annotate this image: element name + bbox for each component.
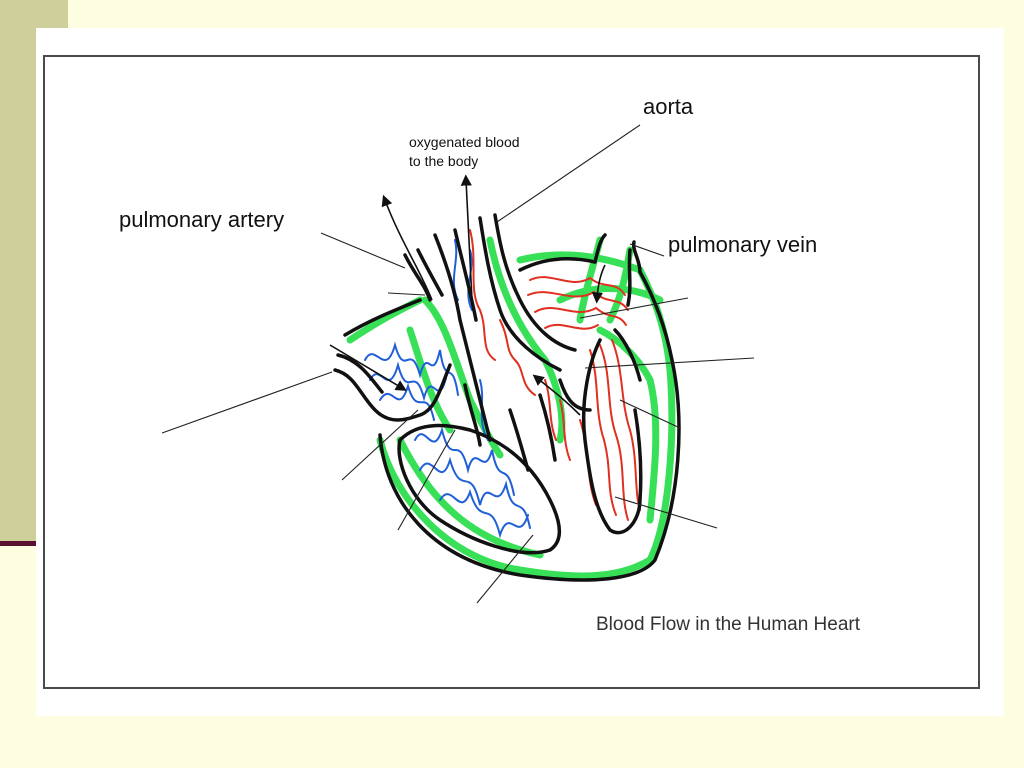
slide-panel (36, 28, 1004, 716)
label-oxygenated-line1: oxygenated blood (409, 134, 520, 150)
leader-pulmonary-vein (629, 243, 665, 257)
diagram-frame (43, 55, 980, 689)
arrow-pulmonary-artery (381, 194, 433, 301)
heart-outline (333, 213, 681, 582)
label-pulmonary-artery: pulmonary artery (119, 207, 285, 232)
diagram-caption: Blood Flow in the Human Heart (596, 614, 861, 635)
arrow-vena-cava (329, 344, 407, 391)
arrow-pulmonary-vein-in (591, 264, 606, 304)
leader-upper-left (387, 292, 426, 296)
leader-vena-cava (161, 371, 333, 434)
label-oxygenated-line2: to the body (409, 153, 479, 169)
leader-tricuspid (397, 429, 456, 531)
heart-muscle-wall (346, 236, 676, 580)
label-pulmonary-vein: pulmonary vein (668, 232, 818, 257)
label-oxygenated-blood: oxygenated blood to the body (409, 133, 559, 171)
leader-lines (161, 124, 755, 604)
leader-pulmonary-artery (320, 232, 406, 269)
arrow-aorta-to-body (460, 174, 473, 301)
leader-aortic-valve (619, 399, 681, 429)
leader-right-atrium (341, 409, 419, 481)
leader-mitral (584, 357, 755, 369)
label-aorta: aorta (643, 94, 694, 119)
blood-flow-arrows (329, 174, 606, 416)
leader-left-atrium (579, 297, 689, 319)
arrow-left-ventricle-up (532, 374, 581, 416)
leader-aorta (496, 124, 641, 223)
leader-left-ventricle (614, 496, 718, 529)
leader-right-ventricle (476, 534, 534, 604)
sidebar-rule (0, 541, 40, 546)
